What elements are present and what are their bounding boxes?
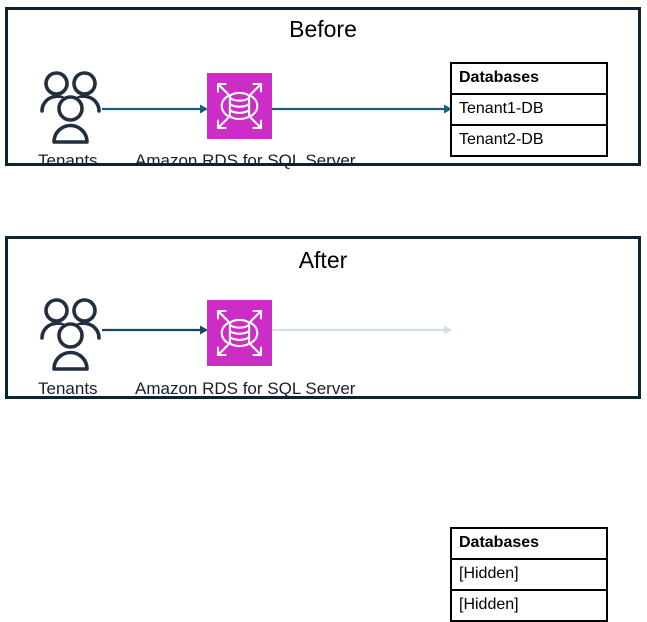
databases-table-before: Databases Tenant1-DB Tenant2-DB bbox=[450, 62, 608, 157]
arrow-tenants-to-rds-before bbox=[102, 103, 208, 115]
panel-after-title: After bbox=[298, 247, 348, 273]
arrow-rds-to-databases-after bbox=[272, 324, 452, 336]
table-row: Tenant2-DB bbox=[450, 124, 608, 157]
diagram-canvas: Before Tenants bbox=[5, 7, 641, 622]
panel-before: Before Tenants bbox=[5, 7, 641, 170]
panel-after: After Tenants bbox=[5, 236, 641, 622]
arrow-rds-to-databases-before bbox=[272, 103, 452, 115]
databases-column-header: Databases bbox=[450, 62, 608, 95]
database-name-cell: Tenant2-DB bbox=[450, 124, 608, 157]
table-row: [Hidden] bbox=[450, 558, 608, 591]
tenants-caption: Tenants bbox=[38, 151, 98, 170]
table-row: Tenant1-DB bbox=[450, 93, 608, 126]
table-header-row: Databases bbox=[450, 62, 608, 95]
rds-service-caption: Amazon RDS for SQL Server bbox=[135, 379, 356, 398]
tenants-group-icon bbox=[40, 297, 102, 373]
databases-table-after: Databases [Hidden] [Hidden] bbox=[450, 527, 608, 622]
database-name-cell: [Hidden] bbox=[450, 558, 608, 591]
database-name-cell: [Hidden] bbox=[450, 589, 608, 622]
table-row: [Hidden] bbox=[450, 589, 608, 622]
databases-column-header: Databases bbox=[450, 527, 608, 560]
panel-before-title: Before bbox=[289, 16, 357, 42]
amazon-rds-icon bbox=[207, 300, 272, 366]
database-name-cell: Tenant1-DB bbox=[450, 93, 608, 126]
tenants-caption: Tenants bbox=[38, 379, 98, 398]
tenants-group-icon bbox=[40, 70, 102, 146]
table-header-row: Databases bbox=[450, 527, 608, 560]
rds-service-caption: Amazon RDS for SQL Server bbox=[135, 151, 356, 170]
arrow-tenants-to-rds-after bbox=[102, 324, 208, 336]
amazon-rds-icon bbox=[207, 73, 272, 139]
